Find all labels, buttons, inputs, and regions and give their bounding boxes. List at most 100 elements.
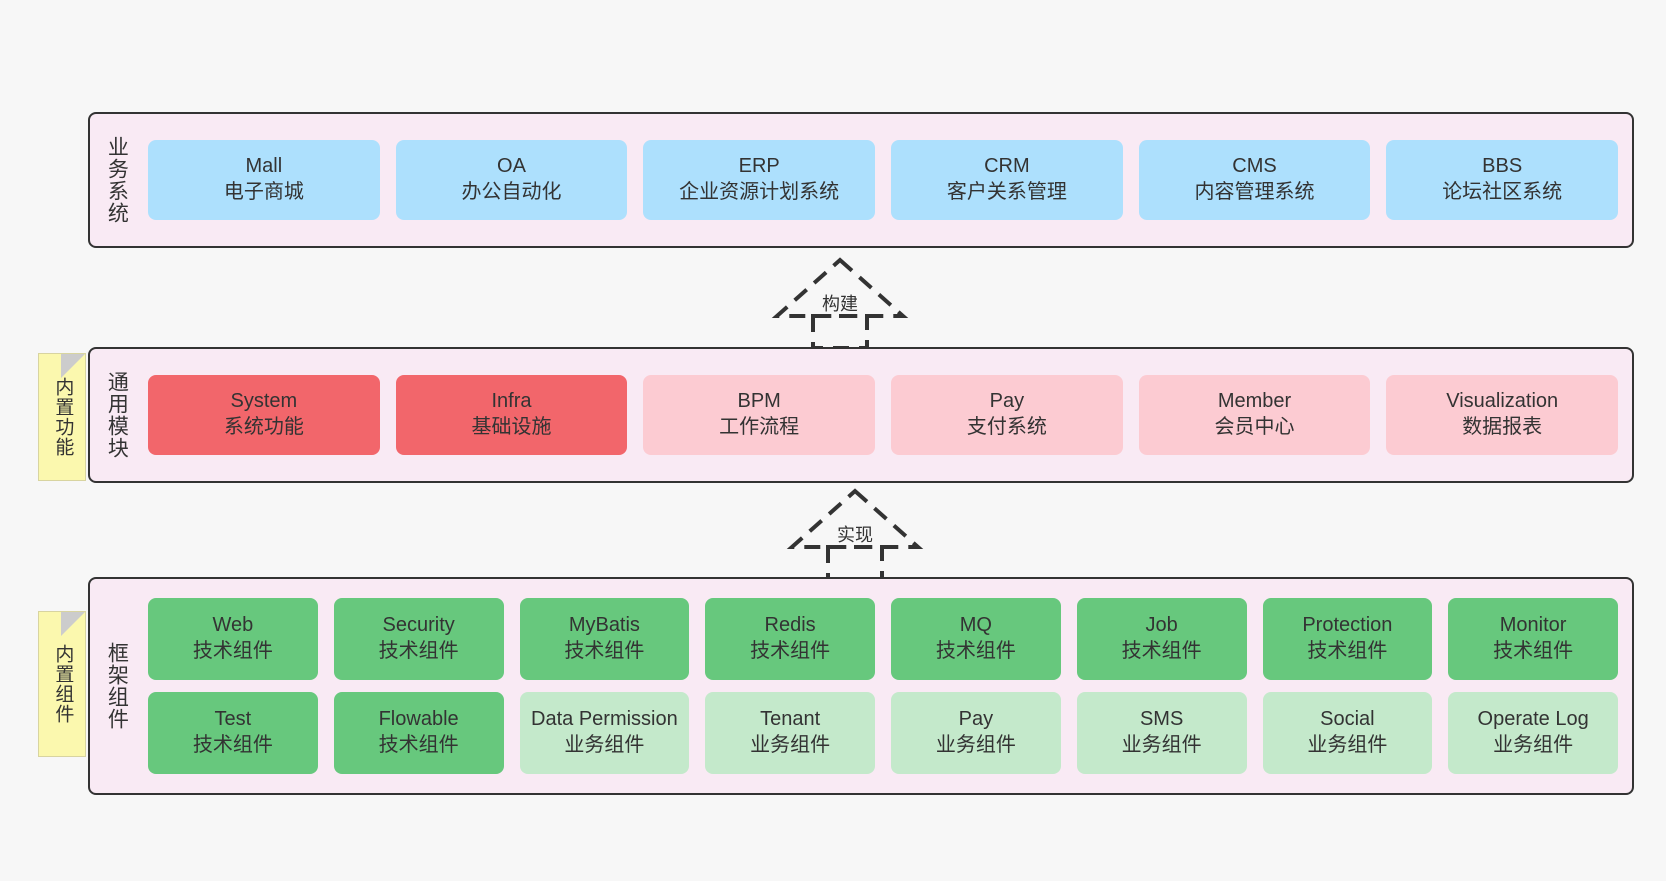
card-sms[interactable]: SMS 业务组件	[1076, 692, 1247, 774]
card-mall[interactable]: Mall 电子商城	[148, 140, 380, 220]
card-title: Web	[212, 614, 254, 637]
card-title: Visualization	[1446, 390, 1559, 413]
card-title: MyBatis	[568, 614, 640, 637]
card-crm[interactable]: CRM 客户关系管理	[891, 140, 1123, 220]
card-web[interactable]: Web 技术组件	[148, 598, 318, 680]
card-subtitle: 业务组件	[564, 734, 645, 756]
layer-title-business-systems: 业务系统	[105, 136, 129, 224]
layer-common-modules: 通用模块 System 系统功能 Infra 基础设施 BPM 工作流程 Pay…	[88, 347, 1634, 483]
card-title: Job	[1145, 614, 1178, 637]
card-subtitle: 技术组件	[1121, 640, 1202, 662]
note-builtin-features[interactable]: 内置功能	[38, 353, 86, 481]
card-cms[interactable]: CMS 内容管理系统	[1138, 140, 1371, 220]
card-subtitle: 技术组件	[192, 734, 273, 756]
connector-label-build: 构建	[822, 294, 858, 314]
layer-title-framework-components: 框架组件	[105, 642, 129, 730]
card-title: Monitor	[1499, 614, 1567, 637]
card-subtitle: 技术组件	[378, 734, 459, 756]
card-subtitle: 数据报表	[1462, 416, 1543, 438]
card-mq[interactable]: MQ 技术组件	[891, 598, 1061, 680]
card-title: Member	[1217, 390, 1292, 413]
card-job[interactable]: Job 技术组件	[1076, 598, 1247, 680]
card-subtitle: 办公自动化	[461, 181, 562, 203]
card-social[interactable]: Social 业务组件	[1262, 692, 1433, 774]
card-pay-component[interactable]: Pay 业务组件	[891, 692, 1061, 774]
card-oa[interactable]: OA 办公自动化	[395, 140, 628, 220]
card-bpm[interactable]: BPM 工作流程	[643, 375, 876, 455]
card-bbs[interactable]: BBS 论坛社区系统	[1386, 140, 1619, 220]
card-subtitle: 论坛社区系统	[1442, 181, 1563, 203]
card-monitor[interactable]: Monitor 技术组件	[1448, 598, 1618, 680]
card-title: SMS	[1139, 708, 1184, 731]
card-subtitle: 业务组件	[935, 734, 1016, 756]
card-title: Infra	[491, 390, 532, 413]
card-row: Test 技术组件 Flowable 技术组件 Data Permission …	[148, 692, 1618, 774]
card-subtitle: 企业资源计划系统	[679, 181, 840, 203]
layer-business-systems: 业务系统 Mall 电子商城 OA 办公自动化 ERP 企业资源计划系统 CRM…	[88, 112, 1634, 248]
card-title: BPM	[737, 390, 781, 413]
card-title: System	[230, 390, 298, 413]
card-title: Pay	[989, 390, 1025, 413]
card-title: Social	[1320, 708, 1375, 731]
card-title: OA	[497, 155, 526, 178]
card-security[interactable]: Security 技术组件	[333, 598, 504, 680]
card-subtitle: 业务组件	[1307, 734, 1388, 756]
card-redis[interactable]: Redis 技术组件	[705, 598, 875, 680]
note-label: 内置组件	[52, 644, 74, 724]
card-visualization[interactable]: Visualization 数据报表	[1386, 375, 1619, 455]
card-subtitle: 技术组件	[378, 640, 459, 662]
note-label: 内置功能	[52, 377, 74, 457]
layer-body-framework-components: Web 技术组件 Security 技术组件 MyBatis 技术组件 Redi…	[142, 579, 1632, 793]
card-title: Mall	[245, 155, 283, 178]
card-subtitle: 内容管理系统	[1194, 181, 1315, 203]
connector-label-realize: 实现	[837, 525, 873, 545]
layer-framework-components: 框架组件 Web 技术组件 Security 技术组件 MyBatis 技术组件…	[88, 577, 1634, 795]
card-data-permission[interactable]: Data Permission 业务组件	[519, 692, 690, 774]
card-subtitle: 技术组件	[750, 640, 831, 662]
card-system[interactable]: System 系统功能	[148, 375, 380, 455]
card-title: MQ	[959, 614, 992, 637]
card-pay-module[interactable]: Pay 支付系统	[891, 375, 1123, 455]
dashed-shaft-icon	[811, 314, 869, 350]
card-operate-log[interactable]: Operate Log 业务组件	[1448, 692, 1618, 774]
card-protection[interactable]: Protection 技术组件	[1262, 598, 1433, 680]
card-title: Pay	[958, 708, 994, 731]
card-title: Security	[382, 614, 455, 637]
connector-build: 构建	[745, 256, 935, 352]
layer-body-business-systems: Mall 电子商城 OA 办公自动化 ERP 企业资源计划系统 CRM 客户关系…	[142, 114, 1632, 246]
card-subtitle: 技术组件	[1493, 640, 1574, 662]
card-subtitle: 支付系统	[966, 416, 1047, 438]
card-infra[interactable]: Infra 基础设施	[395, 375, 628, 455]
card-member[interactable]: Member 会员中心	[1138, 375, 1371, 455]
dashed-shaft-icon	[826, 545, 884, 581]
card-subtitle: 电子商城	[223, 181, 304, 203]
card-subtitle: 业务组件	[750, 734, 831, 756]
card-title: BBS	[1482, 155, 1523, 178]
card-title: Operate Log	[1477, 708, 1589, 731]
card-title: Flowable	[378, 708, 459, 731]
card-subtitle: 技术组件	[935, 640, 1016, 662]
card-title: ERP	[738, 155, 780, 178]
card-flowable[interactable]: Flowable 技术组件	[333, 692, 504, 774]
card-mybatis[interactable]: MyBatis 技术组件	[519, 598, 690, 680]
card-subtitle: 技术组件	[564, 640, 645, 662]
card-subtitle: 技术组件	[1307, 640, 1388, 662]
card-erp[interactable]: ERP 企业资源计划系统	[643, 140, 876, 220]
card-title: Test	[214, 708, 252, 731]
card-row: System 系统功能 Infra 基础设施 BPM 工作流程 Pay 支付系统…	[148, 375, 1619, 455]
note-builtin-components[interactable]: 内置组件	[38, 611, 86, 757]
card-subtitle: 系统功能	[223, 416, 304, 438]
card-tenant[interactable]: Tenant 业务组件	[705, 692, 875, 774]
connector-realize: 实现	[760, 487, 950, 583]
card-title: CRM	[984, 155, 1030, 178]
card-subtitle: 技术组件	[192, 640, 273, 662]
card-title: Data Permission	[531, 708, 678, 731]
card-subtitle: 工作流程	[719, 416, 800, 438]
card-row: Mall 电子商城 OA 办公自动化 ERP 企业资源计划系统 CRM 客户关系…	[148, 140, 1619, 220]
card-title: Tenant	[760, 708, 821, 731]
card-subtitle: 业务组件	[1493, 734, 1574, 756]
card-test[interactable]: Test 技术组件	[148, 692, 318, 774]
layer-title-common-modules: 通用模块	[105, 371, 129, 459]
card-subtitle: 基础设施	[471, 416, 552, 438]
